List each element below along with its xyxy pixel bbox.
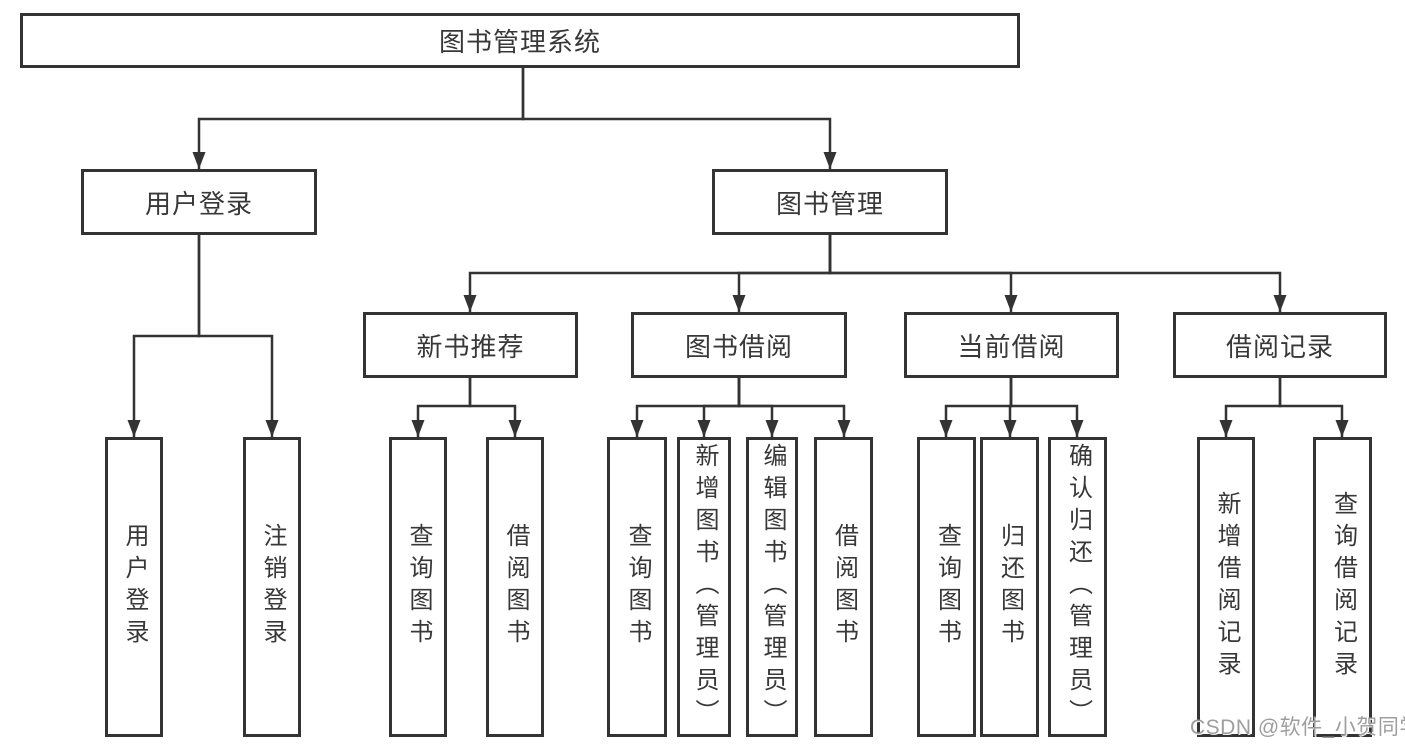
connector-current-borrow-to-query bbox=[939, 378, 1013, 437]
connector-book-borrow-to-edit bbox=[737, 378, 779, 437]
leaf-borrow-book-recommend: 借阅图书 bbox=[486, 437, 544, 737]
connector-user-login-to-leaf-logout bbox=[197, 235, 279, 437]
leaf-logout: 注销登录 bbox=[243, 437, 301, 737]
connector-borrow-records-to-add bbox=[1219, 378, 1282, 437]
connector-root-to-user-login bbox=[192, 68, 525, 169]
leaf-user-login: 用户登录 bbox=[105, 437, 163, 737]
connector-user-login-to-leaf-login bbox=[127, 235, 201, 437]
leaf-query-borrow-record: 查询借阅记录 bbox=[1313, 437, 1372, 737]
connector-book-mgmt-to-book-borrow bbox=[732, 234, 832, 312]
node-user-login: 用户登录 bbox=[81, 169, 317, 235]
node-current-borrowing: 当前借阅 bbox=[904, 312, 1119, 378]
connector-new-book-rec-to-query bbox=[411, 378, 472, 437]
leaf-return-book: 归还图书 bbox=[980, 437, 1039, 737]
connector-book-mgmt-to-borrow-records bbox=[828, 234, 1287, 312]
connector-root-to-book-mgmt bbox=[521, 68, 837, 169]
connector-book-borrow-to-query bbox=[630, 378, 741, 437]
leaf-query-book-current: 查询图书 bbox=[917, 437, 976, 737]
leaf-add-borrow-record: 新增借阅记录 bbox=[1197, 437, 1255, 737]
node-new-book-recommend: 新书推荐 bbox=[363, 312, 578, 378]
node-root-system: 图书管理系统 bbox=[20, 13, 1020, 68]
leaf-confirm-return-admin: 确认归还（管理员） bbox=[1048, 437, 1107, 737]
leaf-query-book-recommend: 查询图书 bbox=[389, 437, 447, 737]
connector-borrow-records-to-query bbox=[1278, 378, 1349, 437]
leaf-query-book-borrowing: 查询图书 bbox=[607, 437, 667, 737]
node-borrowing-records: 借阅记录 bbox=[1173, 312, 1387, 378]
leaf-add-book-admin: 新增图书（管理员） bbox=[677, 437, 731, 737]
connector-book-borrow-to-borrow bbox=[737, 378, 851, 437]
connector-new-book-rec-to-borrow bbox=[468, 378, 522, 437]
connector-current-borrow-to-confirm bbox=[1009, 378, 1084, 437]
leaf-edit-book-admin: 编辑图书（管理员） bbox=[746, 437, 798, 737]
node-book-management: 图书管理 bbox=[712, 169, 948, 235]
connector-book-borrow-to-add bbox=[697, 378, 741, 437]
leaf-borrow-book: 借阅图书 bbox=[814, 437, 873, 737]
node-book-borrowing: 图书借阅 bbox=[631, 312, 847, 378]
watermark: CSDN @软件_小贺同学 bbox=[1190, 716, 1405, 739]
